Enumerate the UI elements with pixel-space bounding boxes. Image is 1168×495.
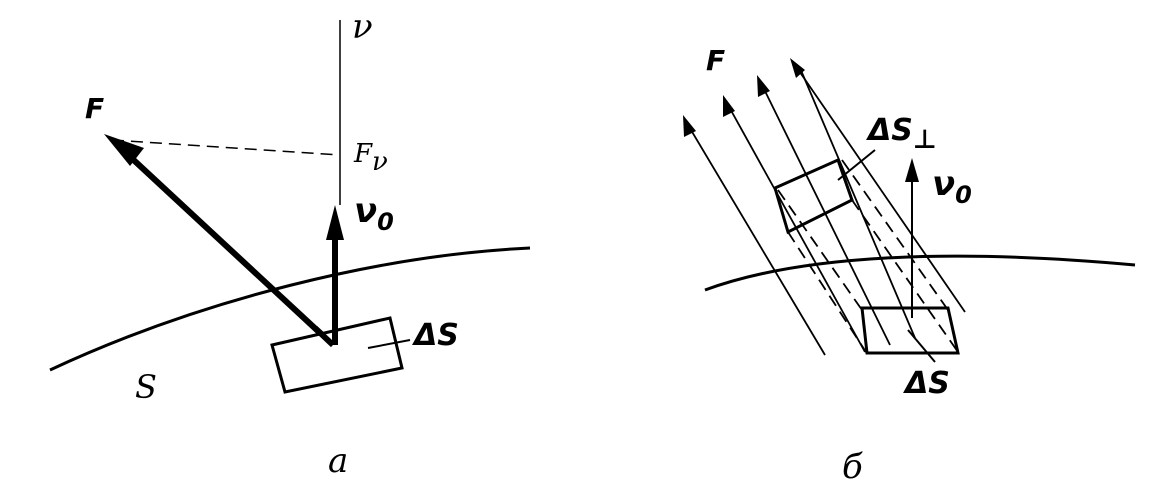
field-line — [761, 84, 891, 346]
label-deltaS-b: ΔS — [903, 366, 950, 401]
caption-a: а — [328, 441, 348, 481]
projected-area-rect — [773, 157, 854, 235]
unit-normal-vector-head — [326, 205, 344, 240]
label-S: S — [135, 368, 157, 406]
force-vector-F — [122, 149, 336, 348]
panel-b: F ΔS⊥ ν0 ΔS б — [683, 44, 1136, 487]
surface-curve-a — [49, 246, 531, 372]
label-deltaS-perp: ΔS⊥ — [866, 113, 937, 155]
label-F-nu: Fν — [353, 139, 388, 177]
area-leader-a — [367, 339, 411, 349]
label-F-b: F — [706, 44, 725, 77]
area-element-rect-b — [860, 306, 960, 355]
label-nu0-a: ν0 — [354, 191, 394, 236]
surface-curve-b — [704, 254, 1136, 292]
field-line — [799, 67, 916, 339]
caption-b: б — [842, 447, 863, 487]
label-nu0-b: ν0 — [932, 164, 972, 209]
field-arrowheads — [683, 58, 805, 137]
area-leader-b — [907, 329, 936, 363]
projected-area-leader — [837, 149, 876, 181]
unit-normal-head-b — [905, 158, 919, 182]
area-element-rect-a — [270, 316, 404, 394]
field-line — [794, 64, 966, 313]
label-nu: ν — [352, 7, 373, 47]
force-vector-base — [312, 325, 336, 348]
label-F-a: F — [85, 92, 104, 125]
label-deltaS-a: ΔS — [412, 318, 459, 353]
field-line — [687, 124, 826, 356]
force-vector-F-head — [104, 134, 144, 166]
projection-dashed-line — [111, 139, 341, 156]
panel-a: F ν Fν ν0 ΔS S а — [49, 7, 531, 481]
